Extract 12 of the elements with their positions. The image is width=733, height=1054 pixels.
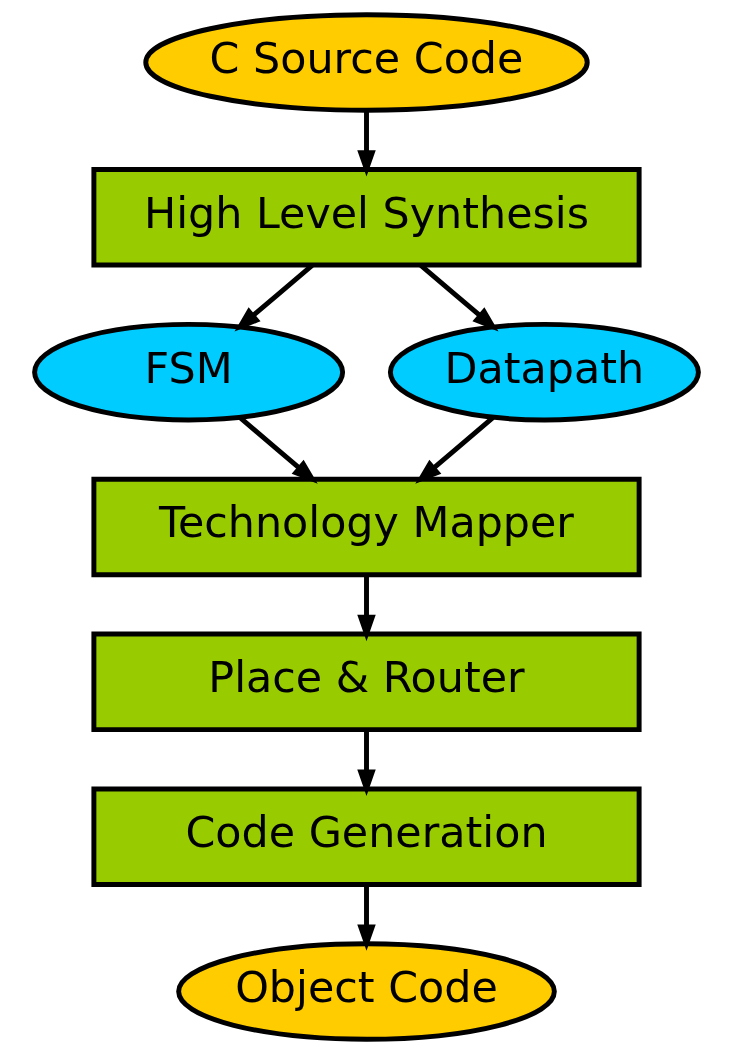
arrow — [357, 574, 376, 642]
node-box: Technology Mapper — [91, 476, 642, 578]
node-ellipse: Datapath — [387, 321, 701, 423]
node-ellipse: FSM — [32, 321, 346, 423]
node-ellipse: C Source Code — [143, 12, 590, 113]
arrow — [357, 729, 376, 796]
node-ellipse: Object Code — [176, 941, 557, 1042]
node-box: Code Generation — [91, 786, 642, 887]
node-box: High Level Synthesis — [91, 167, 642, 268]
node-box: Place & Router — [91, 631, 642, 733]
arrow — [357, 884, 376, 951]
arrow — [357, 110, 376, 177]
